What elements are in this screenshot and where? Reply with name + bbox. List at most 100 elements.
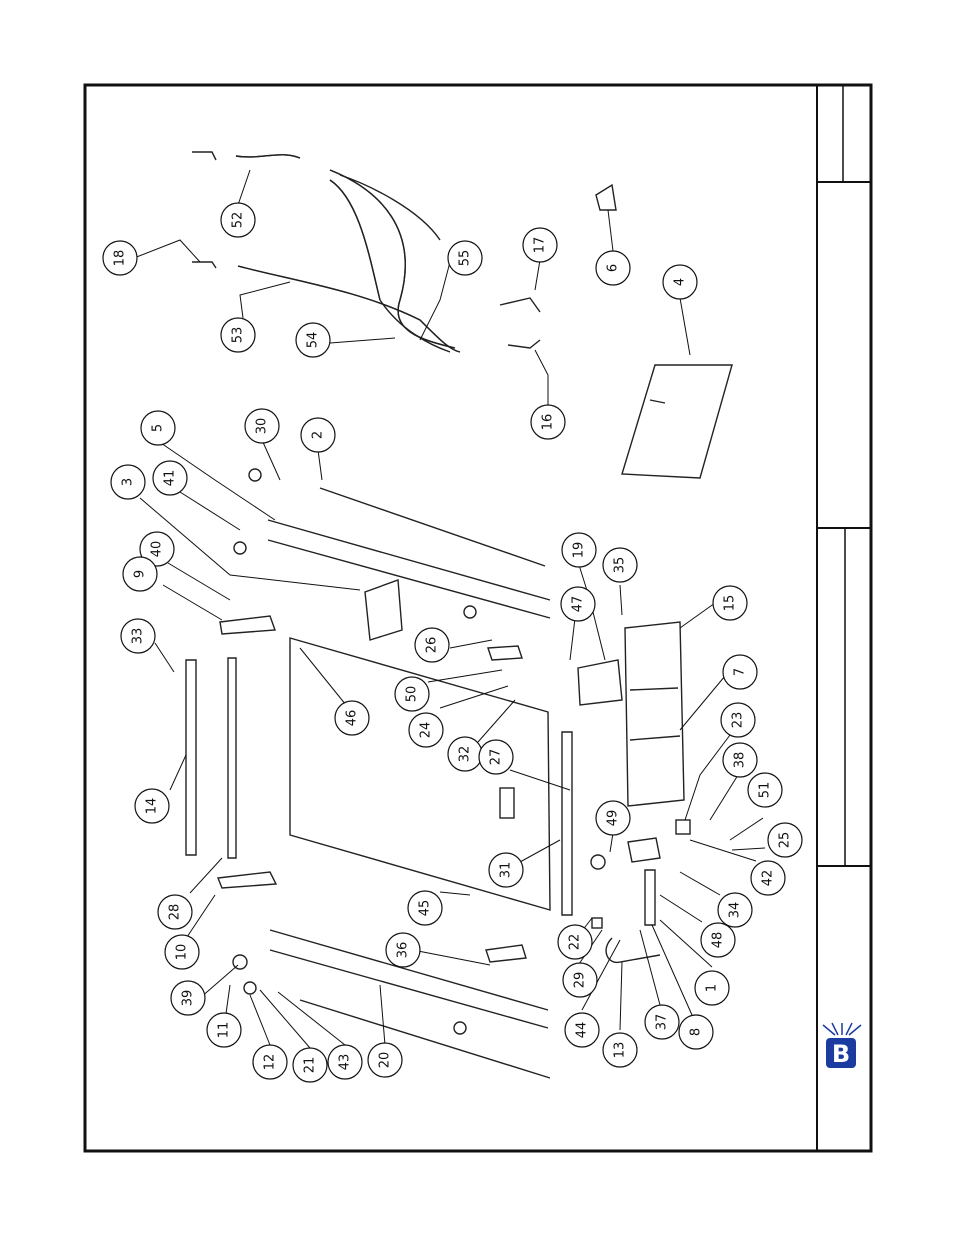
callout-label: 52 <box>231 212 246 229</box>
callout-label: 39 <box>181 990 196 1007</box>
callout-label: 1 <box>705 984 720 992</box>
callout-48: 48 <box>701 923 735 957</box>
callout-52: 52 <box>221 203 255 237</box>
logo-letter: B <box>832 1040 850 1068</box>
callout-50: 50 <box>395 677 429 711</box>
callout-53: 53 <box>221 318 255 352</box>
callout-14: 14 <box>135 789 169 823</box>
callout-23: 23 <box>721 703 755 737</box>
callout-28: 28 <box>158 895 192 929</box>
callout-29: 29 <box>563 963 597 997</box>
company-logo: B <box>823 1023 861 1068</box>
callout-32: 32 <box>448 737 482 771</box>
callout-label: 7 <box>733 668 748 676</box>
callout-label: 25 <box>778 832 793 849</box>
callout-31: 31 <box>489 853 523 887</box>
callout-label: 51 <box>758 782 773 799</box>
callout-label: 14 <box>145 798 160 815</box>
callout-label: 21 <box>303 1057 318 1074</box>
callout-label: 32 <box>458 746 473 763</box>
callout-label: 50 <box>405 686 420 703</box>
callout-label: 33 <box>131 628 146 645</box>
callout-label: 53 <box>231 327 246 344</box>
callout-label: 5 <box>151 424 166 432</box>
callout-label: 12 <box>263 1054 278 1071</box>
callout-label: 38 <box>733 752 748 769</box>
callout-41: 41 <box>153 461 187 495</box>
callout-label: 27 <box>489 749 504 766</box>
callout-label: 26 <box>425 637 440 654</box>
callout-10: 10 <box>165 935 199 969</box>
callout-5: 5 <box>141 411 175 445</box>
callout-label: 8 <box>689 1028 704 1036</box>
callout-3: 3 <box>111 465 145 499</box>
callout-label: 10 <box>175 944 190 961</box>
callout-18: 18 <box>103 241 137 275</box>
callout-13: 13 <box>603 1033 637 1067</box>
callout-6: 6 <box>596 251 630 285</box>
callout-label: 28 <box>168 904 183 921</box>
callout-26: 26 <box>415 628 449 662</box>
callout-11: 11 <box>207 1013 241 1047</box>
callout-label: 18 <box>113 250 128 267</box>
callout-36: 36 <box>386 933 420 967</box>
callout-label: 41 <box>163 470 178 487</box>
callout-24: 24 <box>409 713 443 747</box>
callout-label: 55 <box>458 250 473 267</box>
callout-47: 47 <box>561 587 595 621</box>
callout-43: 43 <box>328 1045 362 1079</box>
callout-label: 3 <box>121 478 136 486</box>
part-drawings <box>186 152 732 1078</box>
callout-label: 42 <box>761 870 776 887</box>
callout-label: 46 <box>345 710 360 727</box>
callout-label: 34 <box>728 902 743 919</box>
callout-label: 11 <box>217 1022 232 1039</box>
callout-label: 45 <box>418 900 433 917</box>
callout-12: 12 <box>253 1045 287 1079</box>
callout-34: 34 <box>718 893 752 927</box>
callout-label: 23 <box>731 712 746 729</box>
callout-20: 20 <box>368 1043 402 1077</box>
leader-lines <box>134 170 765 1048</box>
callout-30: 30 <box>245 409 279 443</box>
callout-label: 37 <box>655 1014 670 1031</box>
callout-label: 15 <box>723 595 738 612</box>
callout-22: 22 <box>558 925 592 959</box>
callout-label: 35 <box>613 557 628 574</box>
callout-46: 46 <box>335 701 369 735</box>
callout-label: 30 <box>255 418 270 435</box>
callout-55: 55 <box>448 241 482 275</box>
callout-label: 13 <box>613 1042 628 1059</box>
callout-49: 49 <box>596 801 630 835</box>
callout-label: 2 <box>311 431 326 439</box>
callout-label: 22 <box>568 934 583 951</box>
callout-2: 2 <box>301 418 335 452</box>
callout-42: 42 <box>751 861 785 895</box>
callout-39: 39 <box>171 981 205 1015</box>
callout-label: 9 <box>133 570 148 578</box>
callout-label: 49 <box>606 810 621 827</box>
callout-label: 40 <box>150 541 165 558</box>
callout-7: 7 <box>723 655 757 689</box>
callout-8: 8 <box>679 1015 713 1049</box>
callout-label: 54 <box>306 332 321 349</box>
callout-1: 1 <box>695 971 729 1005</box>
callout-54: 54 <box>296 323 330 357</box>
callout-33: 33 <box>121 619 155 653</box>
callout-21: 21 <box>293 1048 327 1082</box>
callout-35: 35 <box>603 548 637 582</box>
callout-51: 51 <box>748 773 782 807</box>
callout-16: 16 <box>531 405 565 439</box>
callout-label: 44 <box>575 1022 590 1039</box>
callout-25: 25 <box>768 823 802 857</box>
callout-label: 19 <box>572 542 587 559</box>
callout-label: 17 <box>533 237 548 254</box>
callout-19: 19 <box>562 533 596 567</box>
callout-44: 44 <box>565 1013 599 1047</box>
callout-label: 31 <box>499 862 514 879</box>
callout-label: 4 <box>673 278 688 286</box>
callout-label: 43 <box>338 1054 353 1071</box>
callout-label: 47 <box>571 596 586 613</box>
